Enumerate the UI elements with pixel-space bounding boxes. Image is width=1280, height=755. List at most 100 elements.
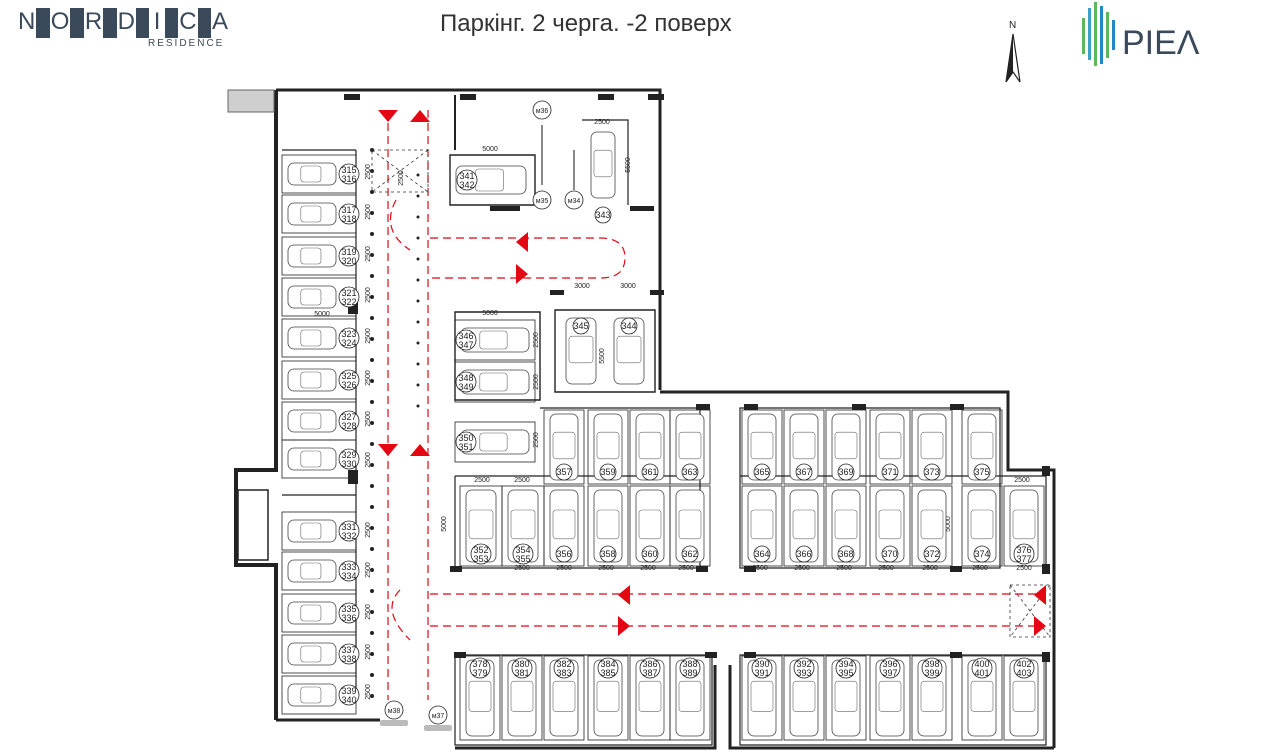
bay-label: 382 (556, 659, 571, 669)
pillar-dot (370, 505, 374, 509)
dimension-label: 2500 (556, 565, 572, 572)
pillar-dot (416, 278, 420, 282)
car-outline-icon (287, 326, 337, 350)
logo-letter: N (18, 8, 36, 35)
pillar-dot (370, 337, 374, 341)
bay-label: 397 (882, 668, 897, 678)
bay-label: 316 (341, 174, 356, 184)
car-outline-icon (675, 413, 705, 481)
car-outline-icon (917, 659, 947, 737)
bay-label: 326 (341, 380, 356, 390)
parking-bay: 356 (543, 485, 585, 567)
bay-number: 370 (881, 545, 899, 563)
dimension-label: 2500 (533, 332, 540, 348)
dimension-label: 2500 (836, 565, 852, 572)
bay-number: 363 (681, 463, 699, 481)
pillar-dot (370, 463, 374, 467)
pillar-dot (370, 610, 374, 614)
parking-bay: 345 (565, 317, 597, 385)
moto-label: м37 (432, 713, 445, 720)
bay-label: 399 (924, 668, 939, 678)
dimension-label: 2500 (1016, 565, 1032, 572)
dimension-label: 2500 (365, 644, 372, 660)
bay-label: 364 (754, 549, 769, 559)
parking-bay: 362 (669, 485, 711, 567)
parking-bay: 361 (629, 409, 671, 485)
bay-number: 369 (837, 463, 855, 481)
bay-number: 365 (753, 463, 771, 481)
dimension-label: 3000 (620, 283, 636, 290)
bay-number: 345 (572, 317, 590, 335)
pillar-dot (370, 589, 374, 593)
pillar-dot (370, 652, 374, 656)
pillar-dot (416, 341, 420, 345)
pillar-dot (416, 194, 420, 198)
bay-label: 343 (595, 210, 610, 220)
dimension-label: 2500 (678, 565, 694, 572)
car-outline-icon (917, 489, 947, 563)
dimension-label: 5000 (441, 516, 448, 532)
logo-separator (197, 8, 211, 38)
bay-label: 380 (514, 659, 529, 669)
moto-label: м38 (388, 708, 401, 715)
dimension-label: 2500 (533, 432, 540, 448)
bay-label: 379 (472, 668, 487, 678)
dimension-label: 2500 (1014, 477, 1030, 484)
bay-label: 349 (458, 382, 473, 392)
pillar-dot (416, 173, 420, 177)
moto-label: м36 (536, 108, 549, 115)
north-label: N (1009, 20, 1016, 31)
bay-label: 383 (556, 668, 571, 678)
pillar-dot (370, 568, 374, 572)
moto-spot: м34 (564, 190, 584, 210)
dimension-label: 2500 (365, 604, 372, 620)
bay-label: 390 (754, 659, 769, 669)
bay-label: 334 (341, 571, 356, 581)
car-outline-icon (789, 489, 819, 563)
moto-spot: м38 (380, 700, 408, 726)
car-outline-icon (287, 559, 337, 583)
bay-label: 339 (341, 686, 356, 696)
dimension-label: 2500 (365, 164, 372, 180)
bay-label: 392 (796, 659, 811, 669)
car-outline-icon (917, 413, 947, 481)
bay-label: 336 (341, 613, 356, 623)
dimension-label: 5000 (945, 516, 952, 532)
arrow-down-icon (378, 110, 398, 122)
parking-bay: 363 (669, 409, 711, 485)
dimension-label: 2500 (598, 565, 614, 572)
car-outline-icon (287, 519, 337, 543)
moto-label: м34 (568, 198, 581, 205)
parking-bay: 370 (869, 485, 911, 567)
parking-bays: 3153163173183193203213223233243253263273… (281, 100, 1045, 741)
arrow-left-icon (1034, 585, 1046, 605)
dimension-label: 5500 (625, 157, 632, 173)
arrow-down-icon (378, 444, 398, 456)
bay-label: 329 (341, 450, 356, 460)
bay-label: 321 (341, 288, 356, 298)
dimension-label: 2500 (365, 562, 372, 578)
bay-label: 324 (341, 338, 356, 348)
pillar-dot (370, 694, 374, 698)
moto-spots: м38 м37 (380, 700, 452, 731)
parking-bay: 364 (741, 485, 783, 567)
car-outline-icon (287, 447, 337, 471)
bay-label: 325 (341, 371, 356, 381)
bay-label: 372 (924, 549, 939, 559)
pillar-dot (370, 526, 374, 530)
